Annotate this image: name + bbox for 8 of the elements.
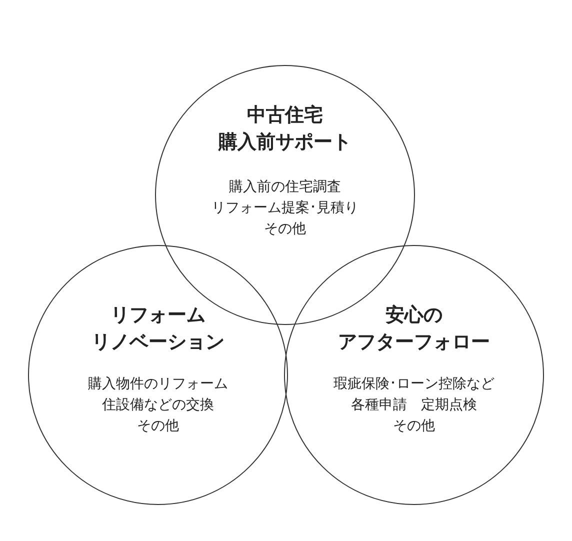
circle-description: 購入前の住宅調査リフォーム提案･見積りその他: [212, 178, 358, 239]
circle-description: 瑕疵保険･ローン控除など各種申請 定期点検その他: [334, 375, 494, 436]
circle-description: 購入物件のリフォーム住設備などの交換その他: [88, 375, 228, 436]
venn-circle: [28, 245, 288, 505]
circle-heading: 中古住宅購入前サポート: [218, 103, 352, 155]
circle-heading: 安心のアフターフォロー: [338, 303, 490, 355]
circle-heading: リフォームリノベーション: [92, 303, 224, 355]
venn-circle: [284, 245, 544, 505]
